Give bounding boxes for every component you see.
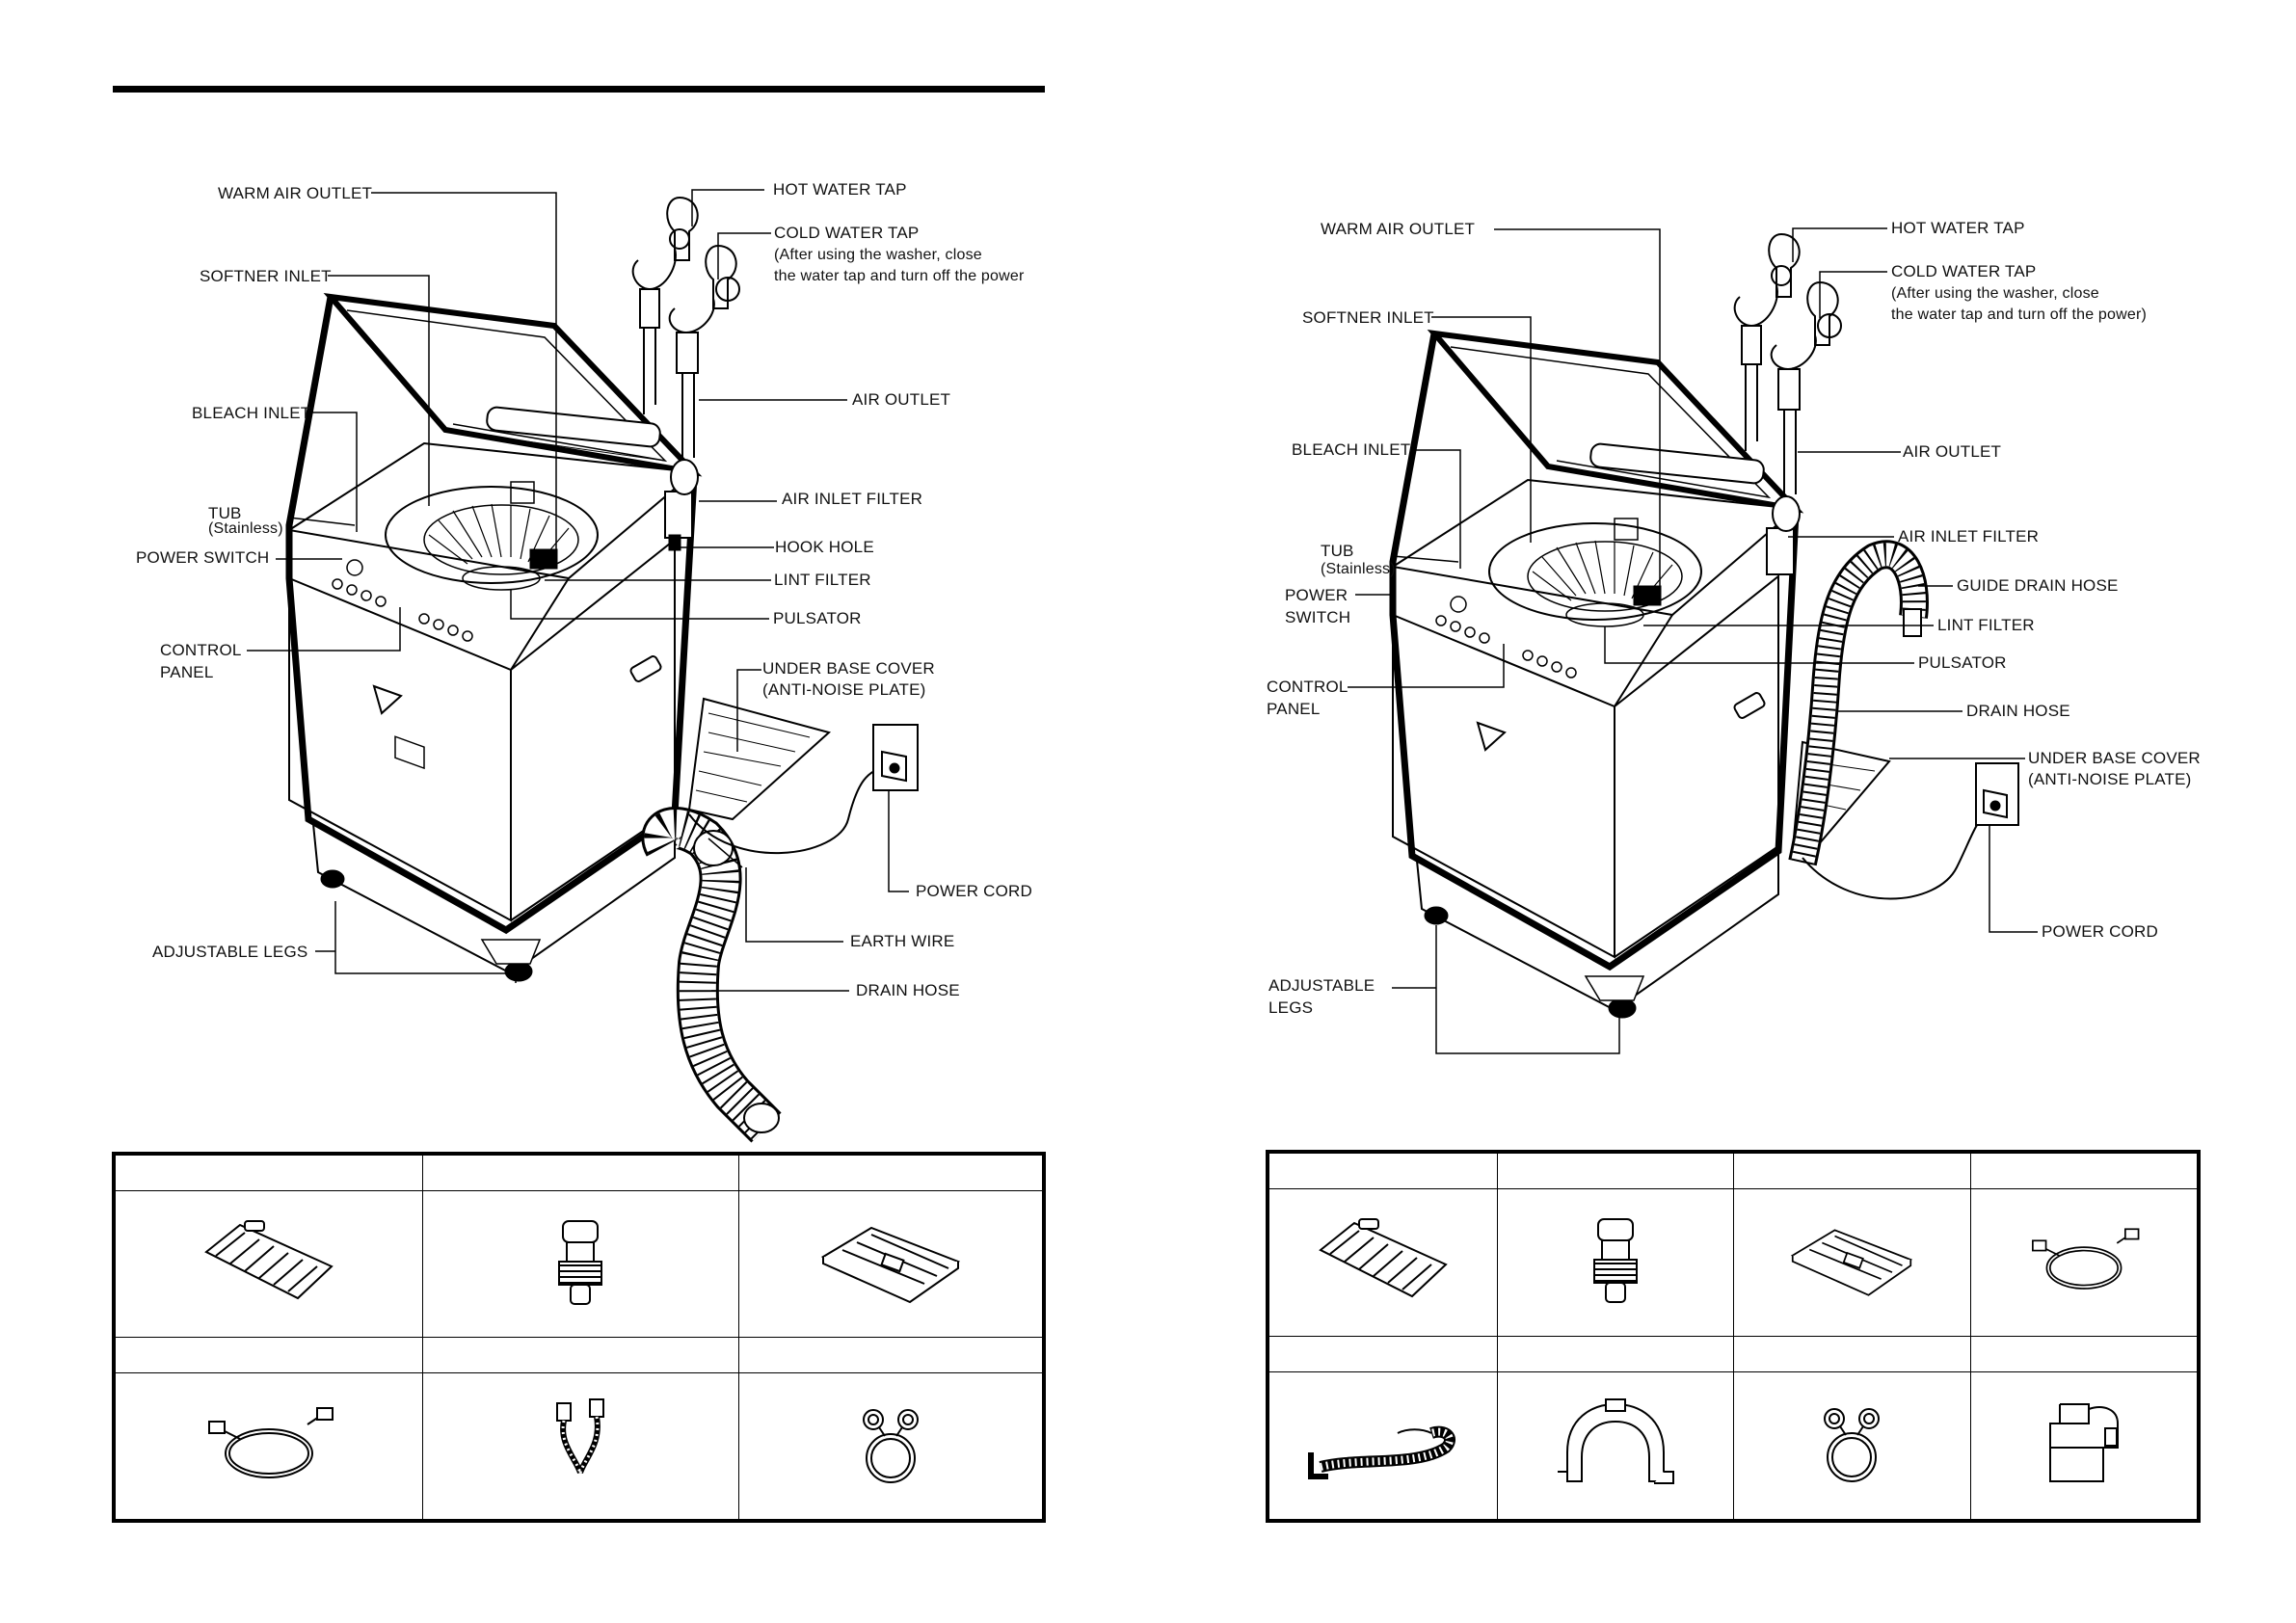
table-cell — [113, 1190, 423, 1338]
label-tub-sub: (Stainless) — [1321, 561, 1396, 577]
under-base-cover-icon — [1790, 1229, 1913, 1297]
table-cell — [1496, 1188, 1734, 1337]
label-warm-air-outlet: WARM AIR OUTLET — [218, 184, 373, 202]
hose-cable-icon — [2031, 1228, 2140, 1290]
table-cell — [1969, 1370, 2200, 1522]
label-hot-water-tap: HOT WATER TAP — [1891, 219, 2025, 237]
label-under-base-cover-1: UNDER BASE COVER — [762, 659, 935, 678]
label-adjustable-legs: ADJUSTABLE LEGS — [152, 943, 308, 961]
table-cell — [1732, 1370, 1971, 1522]
drain-hose-icon — [1307, 1426, 1455, 1480]
table-cell — [421, 1371, 739, 1522]
right-washer-icon — [1389, 232, 2019, 1019]
table-row — [1267, 1370, 2200, 1522]
table-cell — [1267, 1370, 1498, 1522]
label-power-switch-1: POWER — [1285, 586, 1348, 604]
table-cell — [113, 1371, 423, 1522]
label-drain-hose: DRAIN HOSE — [856, 981, 960, 999]
label-air-outlet: AIR OUTLET — [852, 390, 951, 409]
right-leader-lines — [1348, 227, 2038, 1054]
label-hot-water-tap: HOT WATER TAP — [773, 180, 907, 199]
left-leader-lines — [247, 189, 909, 992]
table-row — [113, 1371, 1045, 1522]
label-power-switch: POWER SWITCH — [136, 548, 270, 567]
label-softner-inlet: SOFTNER INLET — [200, 267, 332, 285]
label-under-base-cover-1: UNDER BASE COVER — [2028, 749, 2201, 767]
label-lint-filter: LINT FILTER — [774, 571, 871, 589]
anti-noise-plate-icon — [1318, 1218, 1448, 1298]
table-cell — [1732, 1188, 1971, 1337]
label-drain-hose: DRAIN HOSE — [1966, 702, 2070, 720]
label-guide-drain-hose: GUIDE DRAIN HOSE — [1957, 576, 2119, 595]
label-air-inlet-filter: AIR INLET FILTER — [1898, 527, 2040, 545]
table-cell — [1267, 1188, 1498, 1337]
label-power-switch-2: SWITCH — [1285, 608, 1351, 626]
label-earth-wire: EARTH WIRE — [850, 932, 955, 950]
connector-icon — [1592, 1218, 1638, 1304]
label-air-inlet-filter: AIR INLET FILTER — [782, 490, 923, 508]
label-bleach-inlet: BLEACH INLET — [1292, 440, 1411, 459]
label-adjustable-legs-2: LEGS — [1268, 998, 1314, 1017]
hose-clamp-icon — [1824, 1408, 1880, 1483]
label-control-panel-1: CONTROL — [160, 641, 242, 659]
label-cold-note-1: (After using the washer, close — [1891, 285, 2099, 302]
label-cold-note-2: the water tap and turn off the power — [774, 268, 1025, 284]
label-cold-water-tap: COLD WATER TAP — [774, 224, 920, 242]
label-under-base-cover-2: (ANTI-NOISE PLATE) — [2028, 770, 2192, 788]
label-tub: TUB — [1321, 542, 1354, 560]
label-pulsator: PULSATOR — [1918, 653, 2007, 672]
label-air-outlet: AIR OUTLET — [1903, 442, 2002, 461]
anti-noise-plate-icon — [203, 1219, 334, 1300]
label-hook-hole: HOOK HOLE — [775, 538, 874, 556]
label-cold-water-tap: COLD WATER TAP — [1891, 262, 2037, 280]
label-tub: TUB — [208, 504, 242, 522]
table-cell — [421, 1190, 739, 1338]
label-bleach-inlet: BLEACH INLET — [192, 404, 311, 422]
table-header-row — [113, 1153, 1045, 1191]
label-power-cord: POWER CORD — [2042, 922, 2158, 941]
label-tub-sub: (Stainless) — [208, 520, 283, 537]
under-base-cover-icon — [820, 1226, 960, 1303]
table-cell — [1496, 1370, 1734, 1522]
hose-cable-icon — [207, 1406, 334, 1478]
label-warm-air-outlet: WARM AIR OUTLET — [1321, 220, 1476, 238]
table-header-row — [1267, 1151, 2200, 1189]
table-cell — [737, 1190, 1045, 1338]
label-pulsator: PULSATOR — [773, 609, 862, 627]
hose-holder-icon — [2048, 1403, 2119, 1483]
hose-clamp-icon — [862, 1408, 919, 1483]
table-row — [1267, 1188, 2200, 1337]
top-rule — [113, 86, 1045, 93]
table-header-row — [113, 1336, 1045, 1373]
left-accessories-table — [112, 1152, 1046, 1523]
inlet-hose-icon — [556, 1397, 604, 1474]
label-control-panel-1: CONTROL — [1267, 678, 1348, 696]
table-header-row — [1267, 1335, 2200, 1372]
table-cell — [737, 1371, 1045, 1522]
label-softner-inlet: SOFTNER INLET — [1302, 308, 1434, 327]
right-accessories-table — [1266, 1150, 2201, 1523]
guide-drain-hose-icon — [1557, 1398, 1674, 1485]
label-under-base-cover-2: (ANTI-NOISE PLATE) — [762, 680, 926, 699]
table-cell — [1969, 1188, 2200, 1337]
label-lint-filter: LINT FILTER — [1937, 616, 2035, 634]
connector-icon — [558, 1219, 602, 1305]
label-cold-note-1: (After using the washer, close — [774, 247, 982, 263]
label-control-panel-2: PANEL — [160, 663, 214, 681]
label-adjustable-legs-1: ADJUSTABLE — [1268, 976, 1375, 995]
left-washer-icon — [285, 196, 919, 1143]
label-power-cord: POWER CORD — [916, 882, 1032, 900]
label-cold-note-2: the water tap and turn off the power) — [1891, 306, 2148, 323]
label-control-panel-2: PANEL — [1267, 700, 1321, 718]
table-row — [113, 1190, 1045, 1338]
